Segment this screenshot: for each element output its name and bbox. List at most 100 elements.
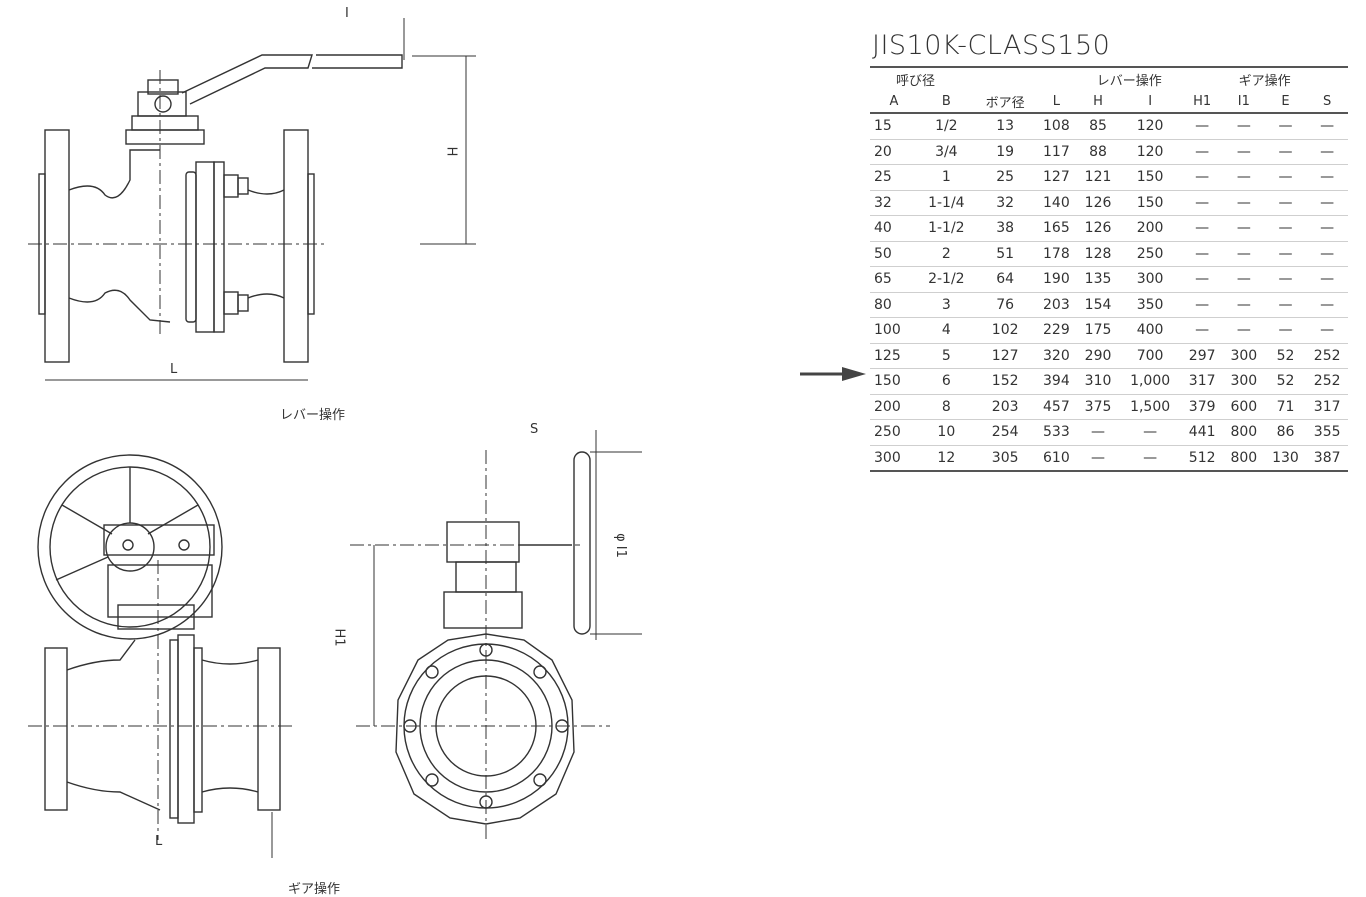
cell-l: 127: [1043, 169, 1070, 186]
cell-i1: —: [1236, 169, 1251, 186]
dim-label-s: S: [530, 422, 539, 437]
cell-i: 350: [1136, 296, 1164, 313]
dim-label-i: I: [345, 6, 349, 21]
cell-e: —: [1278, 220, 1293, 237]
cell-h1: —: [1195, 220, 1210, 237]
cell-h1: —: [1195, 271, 1210, 288]
cell-i: 1,500: [1130, 398, 1171, 415]
cell-e: —: [1278, 322, 1293, 339]
cell-s: —: [1320, 245, 1335, 262]
cell-a: 32: [874, 194, 892, 211]
cell-s: —: [1320, 194, 1335, 211]
cell-b: 1-1/2: [928, 220, 965, 237]
cell-a: 15: [874, 118, 892, 135]
cell-h: 135: [1084, 271, 1112, 288]
cell-l: 140: [1043, 194, 1070, 211]
cell-b: 4: [941, 322, 951, 339]
cell-h: 88: [1089, 143, 1107, 160]
cell-h1: —: [1195, 194, 1210, 211]
cell-b: 1: [941, 169, 951, 186]
dim-label-i1: φ I1: [612, 533, 628, 558]
cell-l: 203: [1043, 296, 1070, 313]
cell-h1: —: [1195, 118, 1210, 135]
cell-h: 310: [1084, 373, 1112, 390]
cell-a: 80: [874, 296, 892, 313]
cell-s: 387: [1313, 449, 1341, 466]
cell-s: —: [1320, 296, 1335, 313]
cell-l: 165: [1043, 220, 1070, 237]
cell-s: —: [1320, 322, 1335, 339]
cell-i: —: [1143, 449, 1158, 466]
cell-a: 65: [874, 271, 892, 288]
cell-i: 700: [1136, 347, 1164, 364]
cell-e: —: [1278, 296, 1293, 313]
cell-l: 190: [1043, 271, 1070, 288]
cell-h: 375: [1084, 398, 1112, 415]
cell-i: 120: [1136, 118, 1164, 135]
cell-bore: 64: [996, 271, 1015, 288]
cell-l: 610: [1043, 449, 1070, 466]
cell-i: 1,000: [1130, 373, 1171, 390]
col-l: L: [1035, 90, 1078, 114]
cell-i: 200: [1136, 220, 1164, 237]
cell-b: 2: [941, 245, 951, 262]
cell-e: —: [1278, 118, 1293, 135]
cell-h: 128: [1084, 245, 1112, 262]
gear-caption: ギア操作: [288, 882, 341, 897]
dim-label-h: H: [443, 146, 459, 157]
cell-i1: —: [1236, 271, 1251, 288]
cell-i: 120: [1136, 143, 1164, 160]
cell-h1: 512: [1188, 449, 1216, 466]
cell-bore: 25: [996, 169, 1015, 186]
column-header-row: A B ボア径 L H I H1 I1 E S: [870, 90, 1348, 114]
group-nominal: 呼び径: [896, 73, 936, 89]
spec-table: 呼び径 レバー操作 ギア操作 A B ボア径 L H I H1 I1 E S 1…: [870, 66, 1348, 472]
cell-h: —: [1091, 449, 1106, 466]
cell-bore: 127: [991, 347, 1019, 364]
cell-bore: 38: [996, 220, 1015, 237]
cell-b: 3/4: [935, 143, 958, 160]
col-i1: I1: [1223, 90, 1265, 114]
cell-a: 100: [874, 322, 901, 339]
col-h: H: [1077, 90, 1119, 114]
cell-e: 52: [1276, 373, 1295, 390]
cell-b: 8: [941, 398, 951, 415]
cell-l: 533: [1043, 424, 1070, 441]
cell-i1: 800: [1230, 449, 1258, 466]
group-header-row: 呼び径 レバー操作 ギア操作: [870, 67, 1348, 90]
dim-label-l-lever: L: [170, 362, 178, 377]
cell-s: 252: [1313, 373, 1341, 390]
col-s: S: [1306, 90, 1348, 114]
col-h1: H1: [1181, 90, 1223, 114]
cell-i: 300: [1136, 271, 1164, 288]
cell-i: —: [1143, 424, 1158, 441]
cell-e: 86: [1276, 424, 1295, 441]
cell-h1: 379: [1188, 398, 1216, 415]
spec-title: JIS10K-CLASS150: [872, 30, 1111, 61]
cell-b: 5: [941, 347, 951, 364]
cell-a: 40: [874, 220, 892, 237]
cell-e: 130: [1272, 449, 1299, 466]
cell-i1: —: [1236, 220, 1251, 237]
cell-bore: 203: [991, 398, 1019, 415]
cell-e: —: [1278, 271, 1293, 288]
cell-a: 300: [874, 449, 901, 466]
cell-s: 252: [1313, 347, 1341, 364]
cell-s: —: [1320, 118, 1335, 135]
cell-h: —: [1091, 424, 1106, 441]
cell-l: 108: [1043, 118, 1070, 135]
cell-i1: —: [1236, 143, 1251, 160]
cell-i1: —: [1236, 118, 1251, 135]
lever-valve-drawing: [28, 18, 476, 381]
cell-b: 6: [941, 373, 951, 390]
